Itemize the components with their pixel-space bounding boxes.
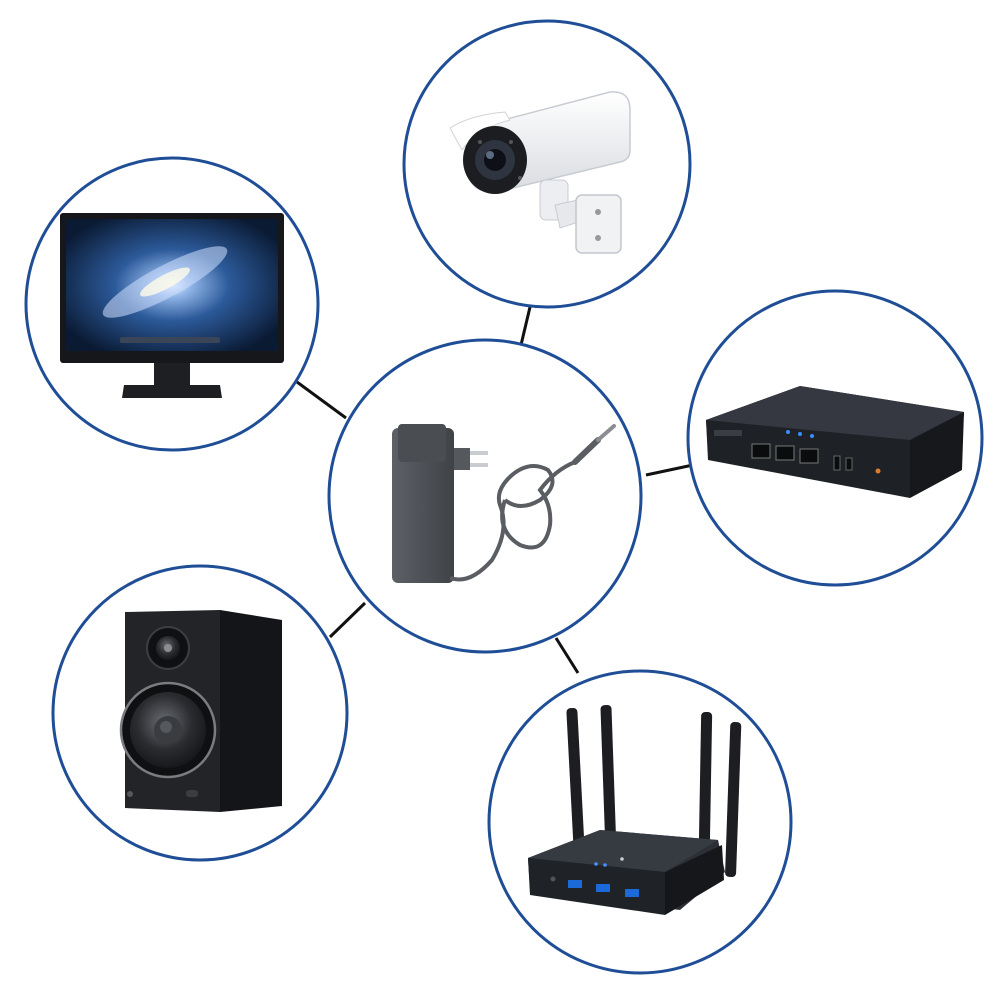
bookshelf-speaker-icon bbox=[119, 610, 282, 812]
node-power-adapter bbox=[327, 338, 643, 654]
connector-speaker bbox=[328, 601, 367, 639]
connector-camera bbox=[519, 306, 532, 346]
node-monitor bbox=[24, 156, 320, 452]
connector-lines bbox=[296, 306, 694, 674]
connector-monitor bbox=[296, 380, 347, 420]
circle-power-adapter bbox=[327, 338, 643, 654]
connector-router bbox=[554, 637, 580, 674]
node-network-switch bbox=[686, 289, 984, 587]
node-camera bbox=[402, 19, 692, 309]
cctv-bullet-camera-icon bbox=[449, 91, 631, 254]
node-speaker bbox=[51, 564, 349, 862]
ac-power-adapter-icon bbox=[392, 424, 616, 583]
desktop-monitor-icon bbox=[60, 213, 284, 398]
circle-wifi-router bbox=[487, 669, 793, 975]
ethernet-switch-icon bbox=[706, 386, 964, 498]
wireless-router-icon bbox=[528, 704, 742, 915]
connector-switch bbox=[645, 463, 694, 477]
node-wifi-router bbox=[487, 669, 793, 975]
